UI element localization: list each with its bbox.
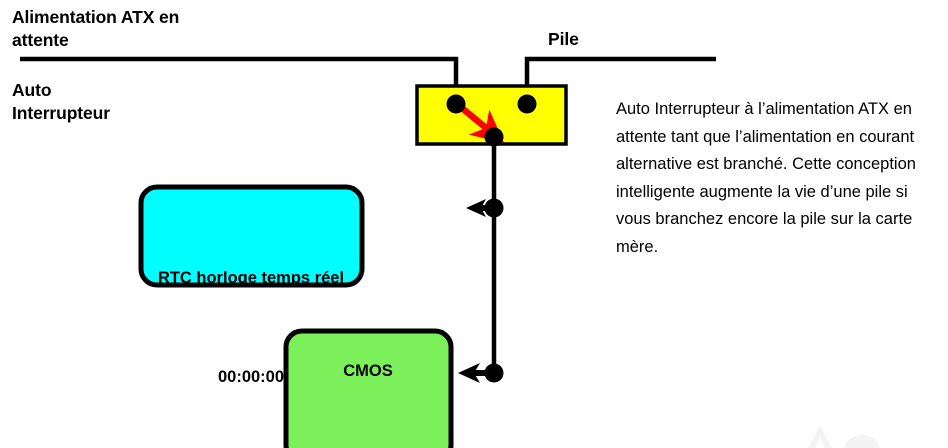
label-battery: Pile	[548, 29, 579, 49]
rtc-time-value: 00:00:00	[217, 368, 285, 386]
junction-dot-rtc	[484, 198, 504, 218]
description-text: Auto Interrupteur à l’alimentation ATX e…	[616, 100, 916, 256]
arrow-to-rtc-icon	[466, 199, 492, 217]
label-auto-switch: Auto Interrupteur	[12, 80, 110, 123]
cmos-box	[283, 328, 454, 448]
junction-dot-cmos	[484, 363, 504, 383]
terminal-dot-atx	[446, 94, 466, 114]
arrow-to-cmos-icon	[458, 363, 492, 383]
label-atx-standby-power: Alimentation ATX en attente	[12, 7, 180, 50]
rtc-box-text: RTC horloge temps réel 00:00:00	[140, 196, 362, 448]
rtc-box	[138, 184, 365, 288]
cmos-box-text: CMOS	[343, 362, 393, 380]
terminal-dot-battery	[517, 94, 537, 114]
rtc-title: RTC horloge temps réel	[157, 269, 345, 287]
